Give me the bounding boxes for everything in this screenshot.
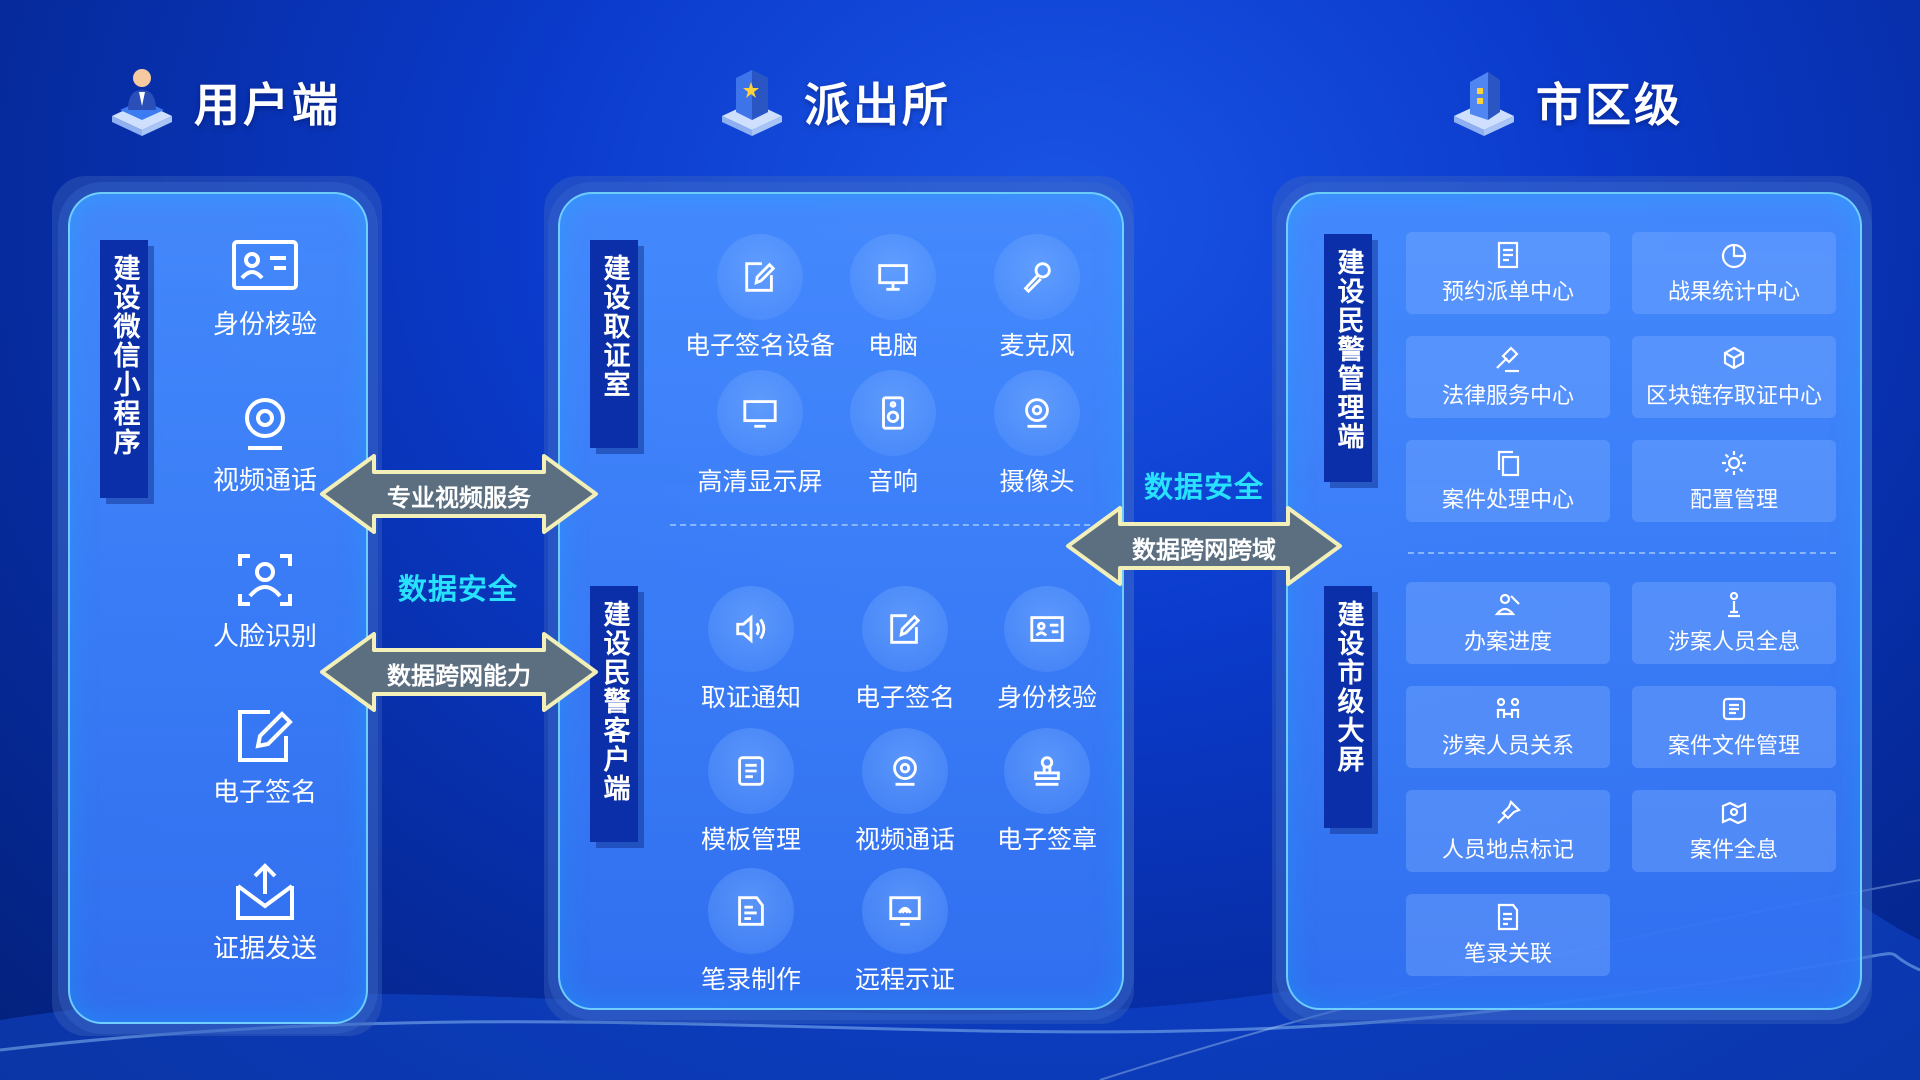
user-panel: 建设微信小程序 身份核验 视频通话 人脸识别 电子签名 [68,192,368,1024]
arrow-video-service [320,454,598,534]
id-card-icon [232,240,298,290]
user-item-evidence-send[interactable]: 证据发送 [176,862,354,965]
client-video-call[interactable]: 视频通话 [830,728,980,856]
face-scan-icon [238,554,292,606]
police-station-icon [722,70,782,136]
map-overview-icon [1721,801,1747,825]
speaker-icon [882,396,904,430]
user-item-video-call[interactable]: 视频通话 [176,394,354,497]
device-hd-display[interactable]: 高清显示屏 [680,370,840,498]
arrow-cross-domain [1066,506,1342,586]
user-platform-icon [112,69,172,136]
label-data-security-right: 数据安全 [1144,470,1265,504]
label-cross-network: 数据跨网能力 [387,662,531,690]
edit-icon [745,262,776,292]
id-card-icon [1030,616,1064,642]
screen-case-progress[interactable]: 办案进度 [1406,582,1610,664]
city-divider [1408,552,1836,554]
city-panel: 建设民警管理端 预约派单中心 战果统计中心 法律服务中心 区块链存取证中心 案件… [1286,192,1862,1010]
client-identity[interactable]: 身份核验 [972,586,1122,714]
user-item-label: 视频通话 [212,466,317,496]
city-building-icon [1454,72,1514,136]
screen-case-overview[interactable]: 案件全息 [1632,790,1836,872]
client-record-make[interactable]: 笔录制作 [676,868,826,996]
mgmt-blockchain-center[interactable]: 区块链存取证中心 [1632,336,1836,418]
police-client-label: 建设民警客户端 [590,586,638,842]
blockchain-icon [1723,346,1745,370]
document-list-icon [1497,241,1519,269]
user-item-label: 电子签名 [212,778,317,808]
client-template-manage[interactable]: 模板管理 [676,728,826,856]
user-panel-label: 建设微信小程序 [100,240,148,498]
camera-icon [1025,398,1049,428]
client-evidence-notice[interactable]: 取证通知 [676,586,826,714]
person-info-icon [1728,591,1740,618]
user-item-label: 证据发送 [212,934,317,964]
header-user: 用户端 [108,62,341,142]
screen-record-link[interactable]: 笔录关联 [1406,894,1610,976]
gavel-icon [1496,346,1519,373]
relation-network-icon [1496,697,1520,718]
screen-person-overview[interactable]: 涉案人员全息 [1632,582,1836,664]
user-item-face-recognition[interactable]: 人脸识别 [176,550,354,653]
header-city: 市区级 [1450,62,1683,142]
client-e-signature[interactable]: 电子签名 [830,586,980,714]
station-divider [670,524,1090,526]
document-link-icon [1497,903,1519,931]
mgmt-dispatch-center[interactable]: 预约派单中心 [1406,232,1610,314]
device-microphone[interactable]: 麦克风 [962,234,1112,362]
document-edit-icon [738,896,764,926]
big-screen-label: 建设市级大屏 [1324,586,1372,828]
microphone-icon [1023,262,1051,294]
pin-icon [1497,800,1521,824]
pie-chart-icon [1721,243,1747,269]
mgmt-legal-center[interactable]: 法律服务中心 [1406,336,1610,418]
user-item-e-signature[interactable]: 电子签名 [176,706,354,809]
client-remote-evidence[interactable]: 远程示证 [830,868,980,996]
edit-icon [890,614,921,644]
mgmt-case-center[interactable]: 案件处理中心 [1406,440,1610,522]
label-video-service: 专业视频服务 [387,484,531,512]
user-item-label: 身份核验 [212,310,317,340]
station-panel: 建设取证室 电子签名设备 电脑 麦克风 高清显示屏 音响 摄像头 建设民警客户端… [558,192,1124,1010]
arrow-cross-network [320,632,598,712]
mgmt-stats-center[interactable]: 战果统计中心 [1632,232,1836,314]
webcam-icon [893,756,917,786]
client-e-seal[interactable]: 电子签章 [972,728,1122,856]
mgmt-config[interactable]: 配置管理 [1632,440,1836,522]
device-e-signature[interactable]: 电子签名设备 [680,234,840,362]
volume-icon [736,614,766,644]
label-cross-domain: 数据跨网跨域 [1132,536,1276,564]
webcam-icon [245,398,285,450]
screen-person-relations[interactable]: 涉案人员关系 [1406,686,1610,768]
user-item-identity[interactable]: 身份核验 [176,238,354,341]
user-item-label: 人脸识别 [212,622,317,652]
management-label: 建设民警管理端 [1324,234,1372,482]
monitor-icon [878,264,908,291]
envelope-upload-icon [236,863,294,920]
header-city-title: 市区级 [1536,78,1683,132]
settings-gear-icon [1722,451,1746,475]
header-station: 派出所 [718,62,951,142]
device-computer[interactable]: 电脑 [818,234,968,362]
header-user-title: 用户端 [194,78,341,132]
file-manage-icon [1722,697,1746,721]
evidence-room-label: 建设取证室 [590,240,638,448]
display-screen-icon [743,400,777,428]
screen-case-files[interactable]: 案件文件管理 [1632,686,1836,768]
device-speaker[interactable]: 音响 [818,370,968,498]
progress-icon [1494,593,1520,616]
screen-location-mark[interactable]: 人员地点标记 [1406,790,1610,872]
template-list-icon [738,756,764,786]
stamp-icon [1034,756,1060,786]
header-station-title: 派出所 [804,78,951,132]
remote-screen-icon [889,896,921,926]
copy-files-icon [1497,450,1520,477]
device-camera[interactable]: 摄像头 [962,370,1112,498]
label-data-security-left: 数据安全 [398,572,519,606]
edit-pen-icon [238,710,293,762]
